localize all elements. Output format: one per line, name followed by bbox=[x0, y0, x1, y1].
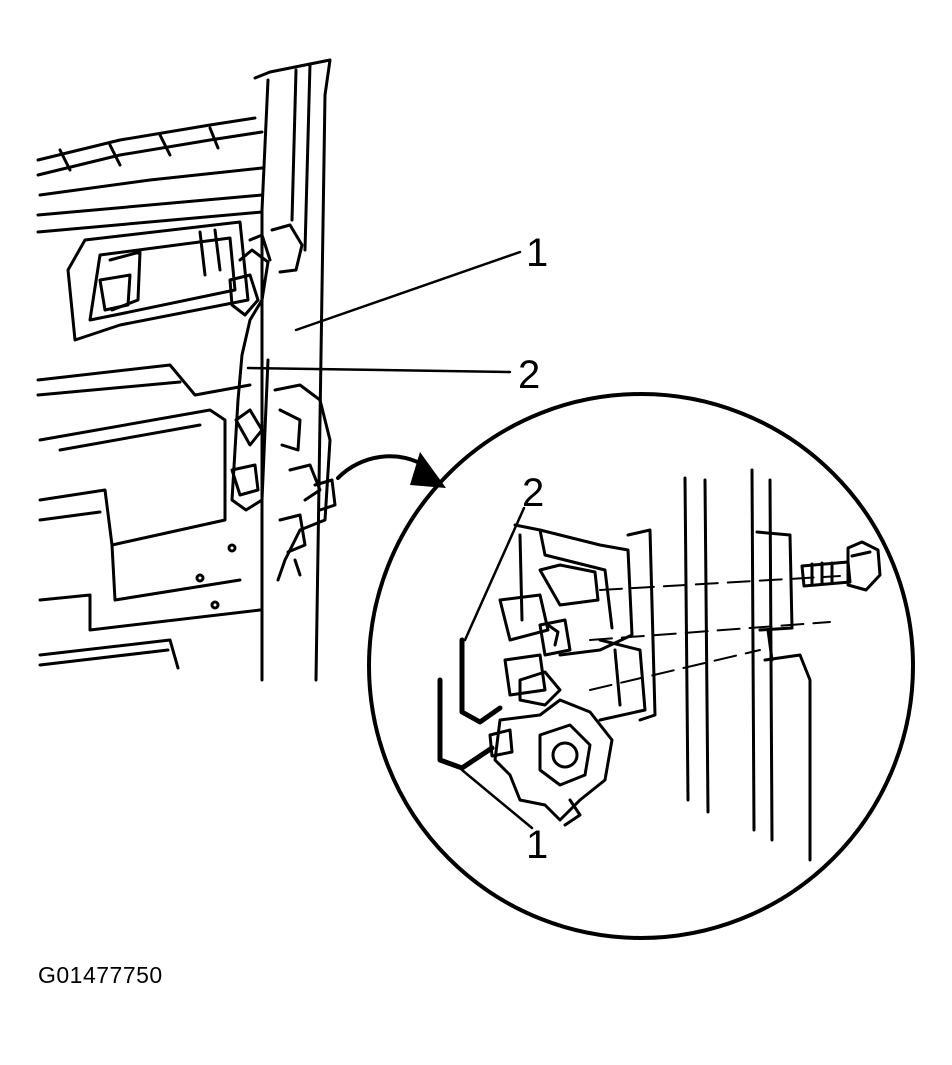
figure-id-label: G01477750 bbox=[38, 962, 163, 988]
callout-2-detail: 2 bbox=[522, 471, 544, 515]
leader-lines-main bbox=[246, 250, 522, 374]
callout-1-main: 1 bbox=[526, 231, 548, 275]
callout-1-detail: 1 bbox=[526, 823, 548, 867]
curved-arrow-icon bbox=[336, 452, 446, 488]
detail-circle bbox=[367, 392, 915, 940]
latch-detail bbox=[437, 468, 882, 862]
door-inner-panel bbox=[36, 58, 337, 682]
leader-lines-detail bbox=[460, 506, 534, 830]
callout-2-main: 2 bbox=[518, 353, 540, 397]
